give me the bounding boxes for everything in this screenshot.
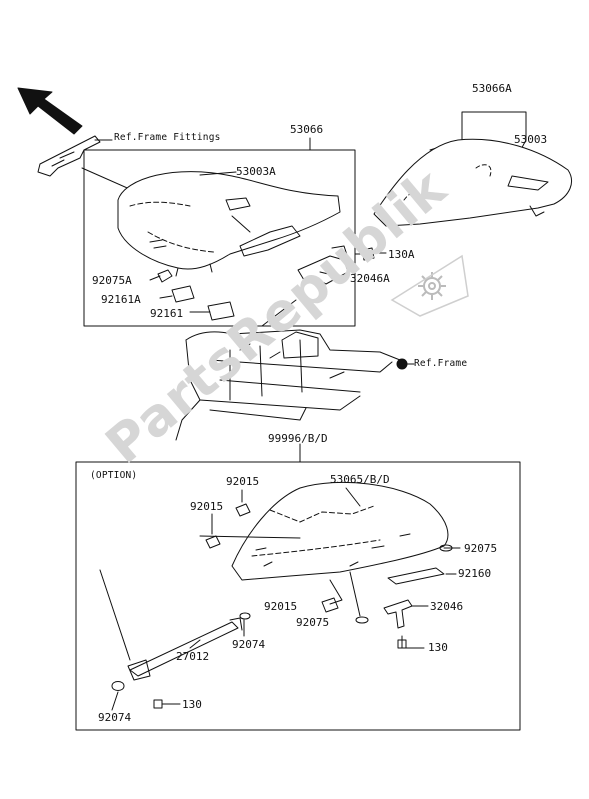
label-53066A: 53066A [472, 82, 512, 95]
label-130A: 130A [388, 248, 415, 261]
label-53065: 53065/B/D [330, 473, 390, 486]
label-32046A: 32046A [350, 272, 390, 285]
watermark-shape [390, 254, 469, 317]
bolt-130-b [153, 699, 163, 709]
strip-92160 [387, 567, 445, 585]
label-ref-frame-fittings: Ref.Frame Fittings [114, 132, 221, 143]
nut-92075-b [355, 616, 369, 624]
label-130-b: 130 [182, 698, 202, 711]
label-92015-b: 92015 [190, 500, 224, 513]
gear-icon [418, 272, 446, 300]
pillion-seat-cover [373, 138, 572, 227]
label-53003: 53003 [514, 133, 548, 146]
option-group-box [75, 461, 521, 731]
cap-92074-b [111, 681, 125, 691]
label-92161A: 92161A [101, 293, 141, 306]
nut-92015-c [321, 597, 339, 613]
label-32046: 32046 [430, 600, 464, 613]
direction-arrow-icon [17, 87, 83, 135]
rider-seat [117, 171, 341, 277]
nut-92075A [157, 269, 173, 283]
label-92075A: 92075A [92, 274, 132, 287]
rear-frame [175, 299, 415, 441]
label-92015-c: 92015 [264, 600, 298, 613]
label-92075-b: 92075 [296, 616, 330, 629]
nut-92015-b [205, 535, 221, 549]
solo-seat-cover [231, 481, 449, 581]
label-53003A: 53003A [236, 165, 276, 178]
label-99996: 99996/B/D [268, 432, 328, 445]
bracket-32046A [297, 245, 349, 285]
label-53066: 53066 [290, 123, 324, 136]
damper-92161A [171, 285, 195, 303]
bracket-32046 [383, 599, 413, 629]
label-92015-a: 92015 [226, 475, 260, 488]
label-option: (OPTION) [90, 470, 138, 481]
label-92074-a: 92074 [232, 638, 266, 651]
damper-92161 [207, 301, 235, 321]
label-92075-a: 92075 [464, 542, 498, 555]
label-92160: 92160 [458, 567, 492, 580]
bolt-130A [361, 247, 387, 261]
label-92161: 92161 [150, 307, 184, 320]
label-92074-b: 92074 [98, 711, 132, 724]
stay-27012 [127, 617, 243, 681]
label-ref-frame: Ref.Frame [414, 358, 468, 369]
label-130-a: 130 [428, 641, 448, 654]
nut-92015-a [235, 503, 251, 517]
cap-92074-a [239, 612, 251, 620]
label-27012: 27012 [176, 650, 210, 663]
seat-group-box [83, 149, 356, 327]
